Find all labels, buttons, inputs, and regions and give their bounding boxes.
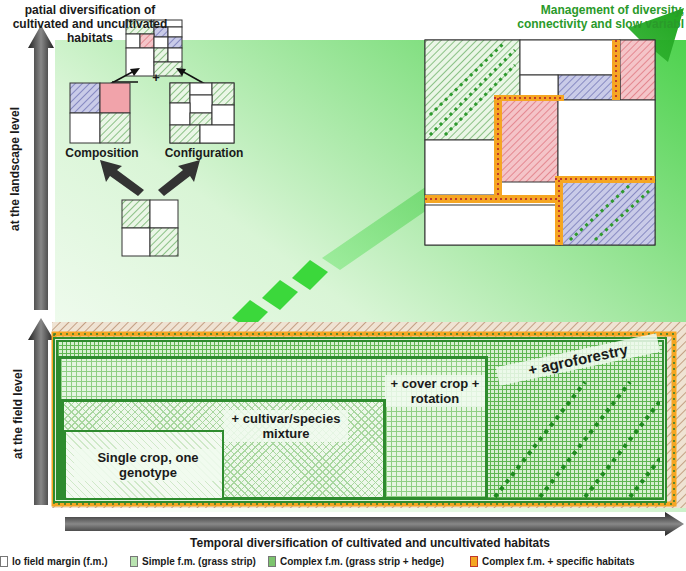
- single-crop-box: Single crop, one genotype: [64, 430, 224, 500]
- node-label: Configuration: [162, 146, 246, 161]
- legend-label: Simple f.m. (grass strip): [142, 556, 256, 567]
- node-label: Composition: [62, 146, 142, 161]
- legend-swatch: [268, 556, 276, 567]
- heading-label: Temporal diversification of cultivated a…: [110, 536, 630, 550]
- legend-item: Complex f.m. (grass strip + hedge): [268, 556, 444, 567]
- heading-label: patial diversification of cultivated and…: [2, 3, 178, 45]
- axis-label: at the landscape level: [8, 99, 22, 239]
- legend-item: lo field margin (f.m.): [0, 556, 108, 567]
- legend-swatch: [470, 556, 478, 567]
- axis-label: at the field level: [11, 379, 25, 459]
- composition-grid: Composition: [60, 82, 140, 164]
- agroforestry-box: + agroforestry+ cover crop + rotation+ c…: [56, 340, 664, 500]
- legend-item: Complex f.m. + specific habitats: [470, 556, 635, 567]
- heading-label: Management of diversity, connectivity an…: [470, 3, 684, 31]
- node-label: + cover crop + rotation: [385, 375, 485, 407]
- node-label: Single crop, one genotype: [74, 449, 222, 481]
- legend-label: lo field margin (f.m.): [12, 556, 108, 567]
- legend-swatch: [0, 556, 8, 567]
- legend-label: Complex f.m. + specific habitats: [482, 556, 635, 567]
- legend-item: Simple f.m. (grass strip): [130, 556, 256, 567]
- rotation-box: + cover crop + rotation+ cultivar/specie…: [58, 356, 488, 500]
- mixture-box: + cultivar/species mixtureSingle crop, o…: [61, 399, 386, 500]
- legend-swatch: [130, 556, 138, 567]
- configuration-grid: Configuration: [160, 82, 244, 164]
- node-label: + cultivar/species mixture: [224, 410, 348, 442]
- node-label: + agroforestry: [496, 333, 660, 386]
- grid-picture: [69, 82, 131, 144]
- plus-sign: +: [148, 70, 164, 85]
- grid-picture: [169, 82, 235, 144]
- legend-label: Complex f.m. (grass strip + hedge): [280, 556, 444, 567]
